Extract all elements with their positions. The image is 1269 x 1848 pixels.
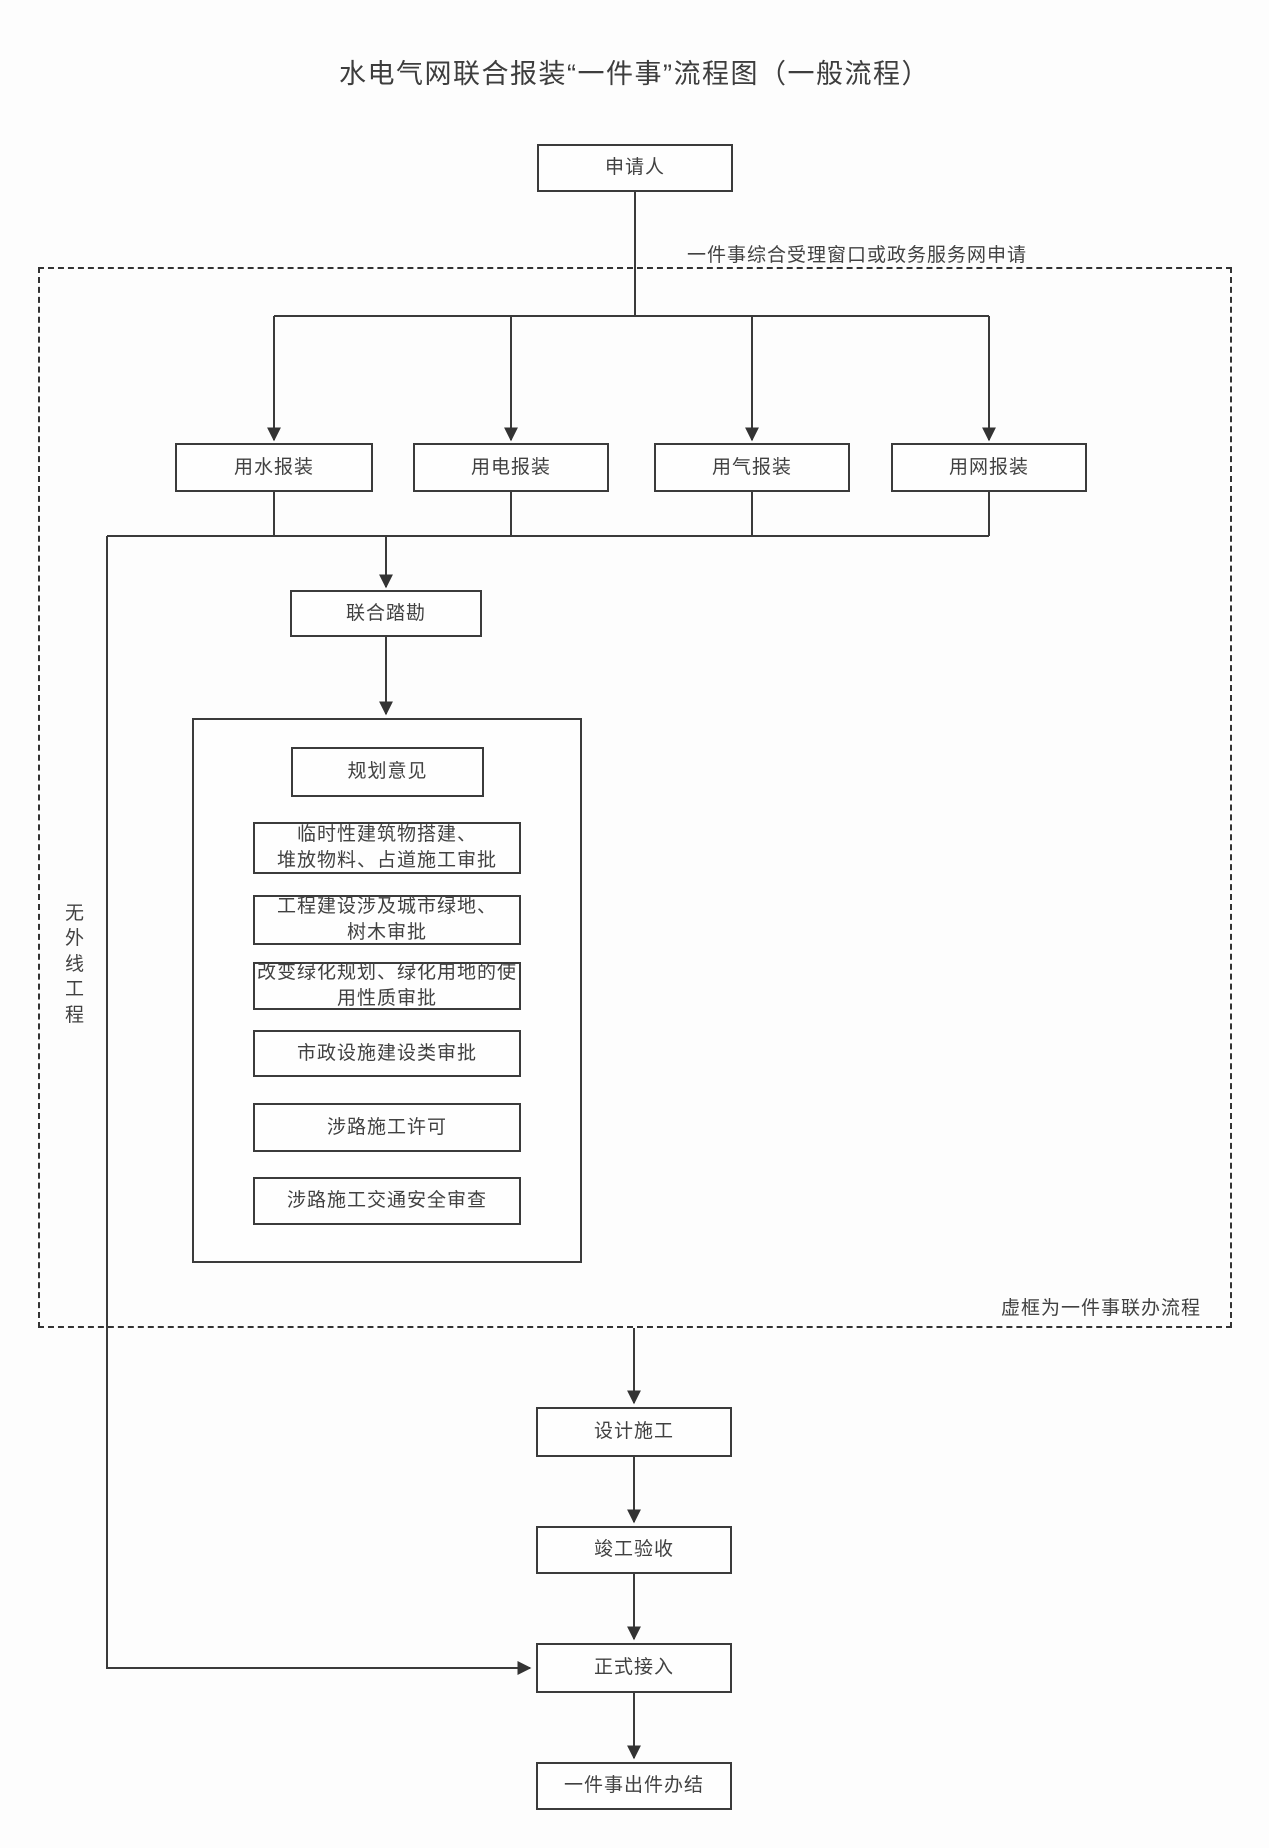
dashed-box-legend: 虚框为一件事联办流程 — [1001, 1298, 1202, 1319]
node-municipal-facility-approval: 市政设施建设类审批 — [253, 1030, 521, 1077]
node-temporary-building-approval: 临时性建筑物搭建、 堆放物料、占道施工审批 — [253, 822, 521, 874]
node-network-installation: 用网报装 — [891, 443, 1087, 492]
page-title: 水电气网联合报装“一件事”流程图（一般流程） — [339, 59, 930, 89]
node-one-thing-completion: 一件事出件办结 — [536, 1762, 732, 1810]
edge-bypass-to-connect — [106, 536, 532, 1675]
node-water-installation: 用水报装 — [175, 443, 373, 492]
node-electric-installation: 用电报装 — [413, 443, 609, 492]
node-planning-opinion: 规划意见 — [291, 747, 484, 797]
node-road-traffic-safety-review: 涉路施工交通安全审查 — [253, 1177, 521, 1225]
node-road-construction-permit: 涉路施工许可 — [253, 1103, 521, 1152]
window-note: 一件事综合受理窗口或政务服务网申请 — [687, 245, 1028, 266]
node-design-construction: 设计施工 — [536, 1407, 732, 1457]
node-green-plan-change-approval: 改变绿化规划、绿化用地的使 用性质审批 — [253, 962, 521, 1010]
node-official-connection: 正式接入 — [536, 1643, 732, 1693]
node-joint-survey: 联合踏勘 — [290, 590, 482, 637]
no-external-line-note: 无外线工程 — [64, 903, 84, 1026]
node-green-land-approval: 工程建设涉及城市绿地、 树木审批 — [253, 895, 521, 945]
node-applicant: 申请人 — [537, 144, 733, 192]
node-completion-acceptance: 竣工验收 — [536, 1526, 732, 1574]
node-gas-installation: 用气报装 — [654, 443, 850, 492]
